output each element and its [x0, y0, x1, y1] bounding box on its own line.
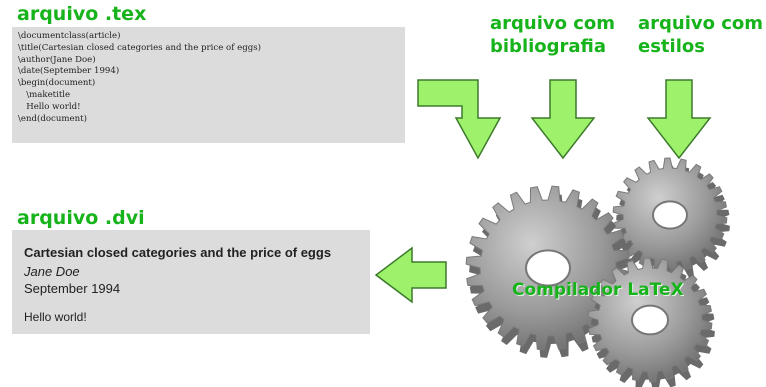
dvi-date: September 1994	[24, 281, 121, 296]
gear-bottom-hole	[631, 304, 669, 336]
dvi-author: Jane Doe	[24, 264, 80, 279]
bibliography-file-label: arquivo com bibliografia	[490, 12, 615, 58]
compiler-to-dvi-arrow	[374, 246, 447, 304]
dvi-doc-title: Cartesian closed categories and the pric…	[24, 245, 332, 260]
styles-arrow	[646, 79, 712, 160]
bibliography-label-line1: arquivo com	[490, 13, 616, 34]
compiler-label: Compilador LaTeX	[512, 280, 684, 300]
dvi-file-label: arquivo .dvi	[17, 207, 145, 229]
gear-top-right-hole	[652, 200, 688, 230]
gears-icon	[465, 157, 730, 387]
tex-file-label: arquivo .tex	[17, 3, 147, 25]
styles-file-label: arquivo com estilos	[638, 12, 763, 58]
tex-to-compiler-arrow	[417, 79, 502, 160]
styles-label-line1: arquivo com	[638, 13, 764, 34]
bibliography-label-line2: bibliografia	[490, 36, 607, 57]
dvi-body-text: Hello world!	[24, 310, 87, 324]
styles-label-line2: estilos	[638, 36, 705, 57]
gear-left-hole	[525, 249, 571, 287]
bibliography-arrow	[530, 79, 596, 160]
dvi-output-box: Cartesian closed categories and the pric…	[12, 230, 370, 334]
tex-code: \documentclass(article) \title(Cartesian…	[18, 31, 261, 124]
tex-code-box: \documentclass(article) \title(Cartesian…	[12, 27, 405, 143]
